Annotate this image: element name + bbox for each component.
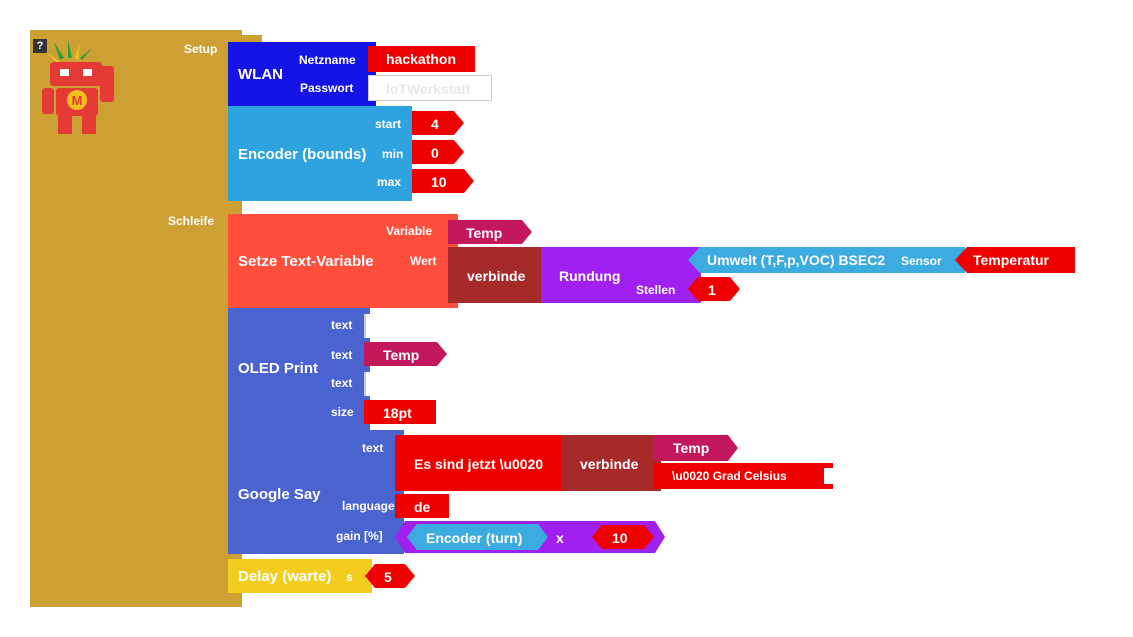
google-text-block[interactable] bbox=[395, 435, 567, 491]
encoder-start-value: 4 bbox=[431, 116, 439, 132]
encoder-min-label: min bbox=[382, 147, 404, 161]
encoder-max-value-block[interactable] bbox=[412, 169, 474, 193]
encoder-min-value-block[interactable] bbox=[412, 140, 464, 164]
google-language-label: language bbox=[342, 499, 395, 513]
rundung-label: Rundung bbox=[559, 268, 621, 284]
umwelt-sensor-block[interactable] bbox=[688, 247, 965, 273]
multiply-label: x bbox=[556, 530, 564, 546]
wlan-title: WLAN bbox=[238, 66, 283, 83]
setze-text-variable-block[interactable] bbox=[228, 214, 458, 308]
encoder-start-value-block[interactable] bbox=[412, 111, 464, 135]
umwelt-label: Umwelt (T,F,p,VOC) BSEC2 bbox=[707, 252, 886, 268]
encoder-max-label: max bbox=[377, 175, 402, 189]
setup-label: Setup bbox=[184, 42, 218, 56]
encoder-bounds-block[interactable] bbox=[228, 106, 412, 201]
delay-block[interactable] bbox=[228, 559, 372, 593]
google-verbinde-text-block[interactable] bbox=[653, 463, 833, 489]
google-verbinde-item-2: \u0020 Grad Celsius bbox=[672, 469, 787, 483]
loop-label: Schleife bbox=[168, 214, 215, 228]
delay-value-block[interactable] bbox=[365, 564, 415, 588]
google-verbinde-item-1: Temp bbox=[673, 440, 710, 456]
oled-text-label-1: text bbox=[331, 318, 353, 332]
setze-variable-value: Temp bbox=[466, 225, 503, 241]
delay-unit-label: s bbox=[346, 570, 353, 584]
rundung-block[interactable] bbox=[541, 247, 701, 303]
google-title: Google Say bbox=[238, 486, 321, 503]
delay-title: Delay (warte) bbox=[238, 568, 332, 585]
netzname-value: hackathon bbox=[386, 51, 457, 67]
oled-text-label-3: text bbox=[331, 376, 353, 390]
delay-value: 5 bbox=[384, 569, 392, 585]
setze-variable-label: Variable bbox=[386, 224, 433, 238]
google-language-value: de bbox=[414, 499, 431, 515]
oled-text-value-2: Temp bbox=[383, 347, 420, 363]
encoder-min-value: 0 bbox=[431, 145, 439, 161]
setze-wert-label: Wert bbox=[410, 254, 437, 268]
oled-print-block[interactable] bbox=[228, 308, 370, 430]
multiply-value-block[interactable] bbox=[592, 525, 654, 549]
encoder-turn-block[interactable] bbox=[407, 524, 548, 550]
netzname-field[interactable] bbox=[368, 46, 475, 72]
passwort-label: Passwort bbox=[300, 81, 354, 95]
setze-verbinde-label: verbinde bbox=[467, 268, 526, 284]
stellen-value: 1 bbox=[708, 282, 716, 298]
oled-size-dropdown[interactable] bbox=[364, 400, 436, 424]
sensor-dropdown[interactable] bbox=[955, 247, 1075, 273]
oled-text-variable-block[interactable] bbox=[364, 342, 447, 366]
netzname-label: Netzname bbox=[299, 53, 356, 67]
svg-text:M: M bbox=[72, 93, 83, 108]
setze-title: Setze Text-Variable bbox=[238, 253, 374, 270]
maker-robot-icon: M bbox=[42, 40, 114, 134]
google-text-value: Es sind jetzt \u0020 bbox=[414, 456, 544, 472]
encoder-turn-label: Encoder (turn) bbox=[426, 530, 523, 546]
encoder-max-value: 10 bbox=[431, 174, 447, 190]
oled-text-label-2: text bbox=[331, 348, 353, 362]
help-icon[interactable]: ? bbox=[33, 39, 47, 53]
multiply-value: 10 bbox=[612, 530, 628, 546]
encoder-title: Encoder (bounds) bbox=[238, 146, 367, 163]
google-verbinde-variable-block[interactable] bbox=[653, 435, 738, 461]
google-language-block[interactable] bbox=[395, 494, 449, 518]
google-text-label: text bbox=[362, 441, 384, 455]
oled-size-value: 18pt bbox=[383, 405, 412, 421]
sensor-label: Sensor bbox=[901, 254, 942, 268]
encoder-start-label: start bbox=[375, 117, 402, 131]
stellen-label: Stellen bbox=[636, 283, 676, 297]
google-say-block[interactable] bbox=[228, 430, 404, 554]
passwort-value: IoTWerkstatt bbox=[386, 81, 471, 97]
oled-size-label: size bbox=[331, 405, 354, 419]
google-verbinde-text-slot bbox=[824, 468, 833, 484]
main-top-tab bbox=[242, 35, 262, 43]
setze-verbinde-block[interactable] bbox=[448, 247, 550, 303]
stellen-value-block[interactable] bbox=[688, 277, 740, 301]
oled-text-slot-3[interactable] bbox=[364, 372, 374, 396]
oled-title: OLED Print bbox=[238, 360, 319, 377]
passwort-field[interactable] bbox=[368, 75, 492, 101]
google-gain-label: gain [%] bbox=[336, 529, 383, 543]
google-verbinde-block[interactable] bbox=[561, 435, 661, 491]
setze-variable-block[interactable] bbox=[448, 220, 532, 244]
google-verbinde-label: verbinde bbox=[580, 456, 639, 472]
oled-text-slot-1[interactable] bbox=[364, 314, 374, 338]
sensor-value: Temperatur bbox=[973, 252, 1049, 268]
wlan-block[interactable] bbox=[228, 42, 376, 106]
